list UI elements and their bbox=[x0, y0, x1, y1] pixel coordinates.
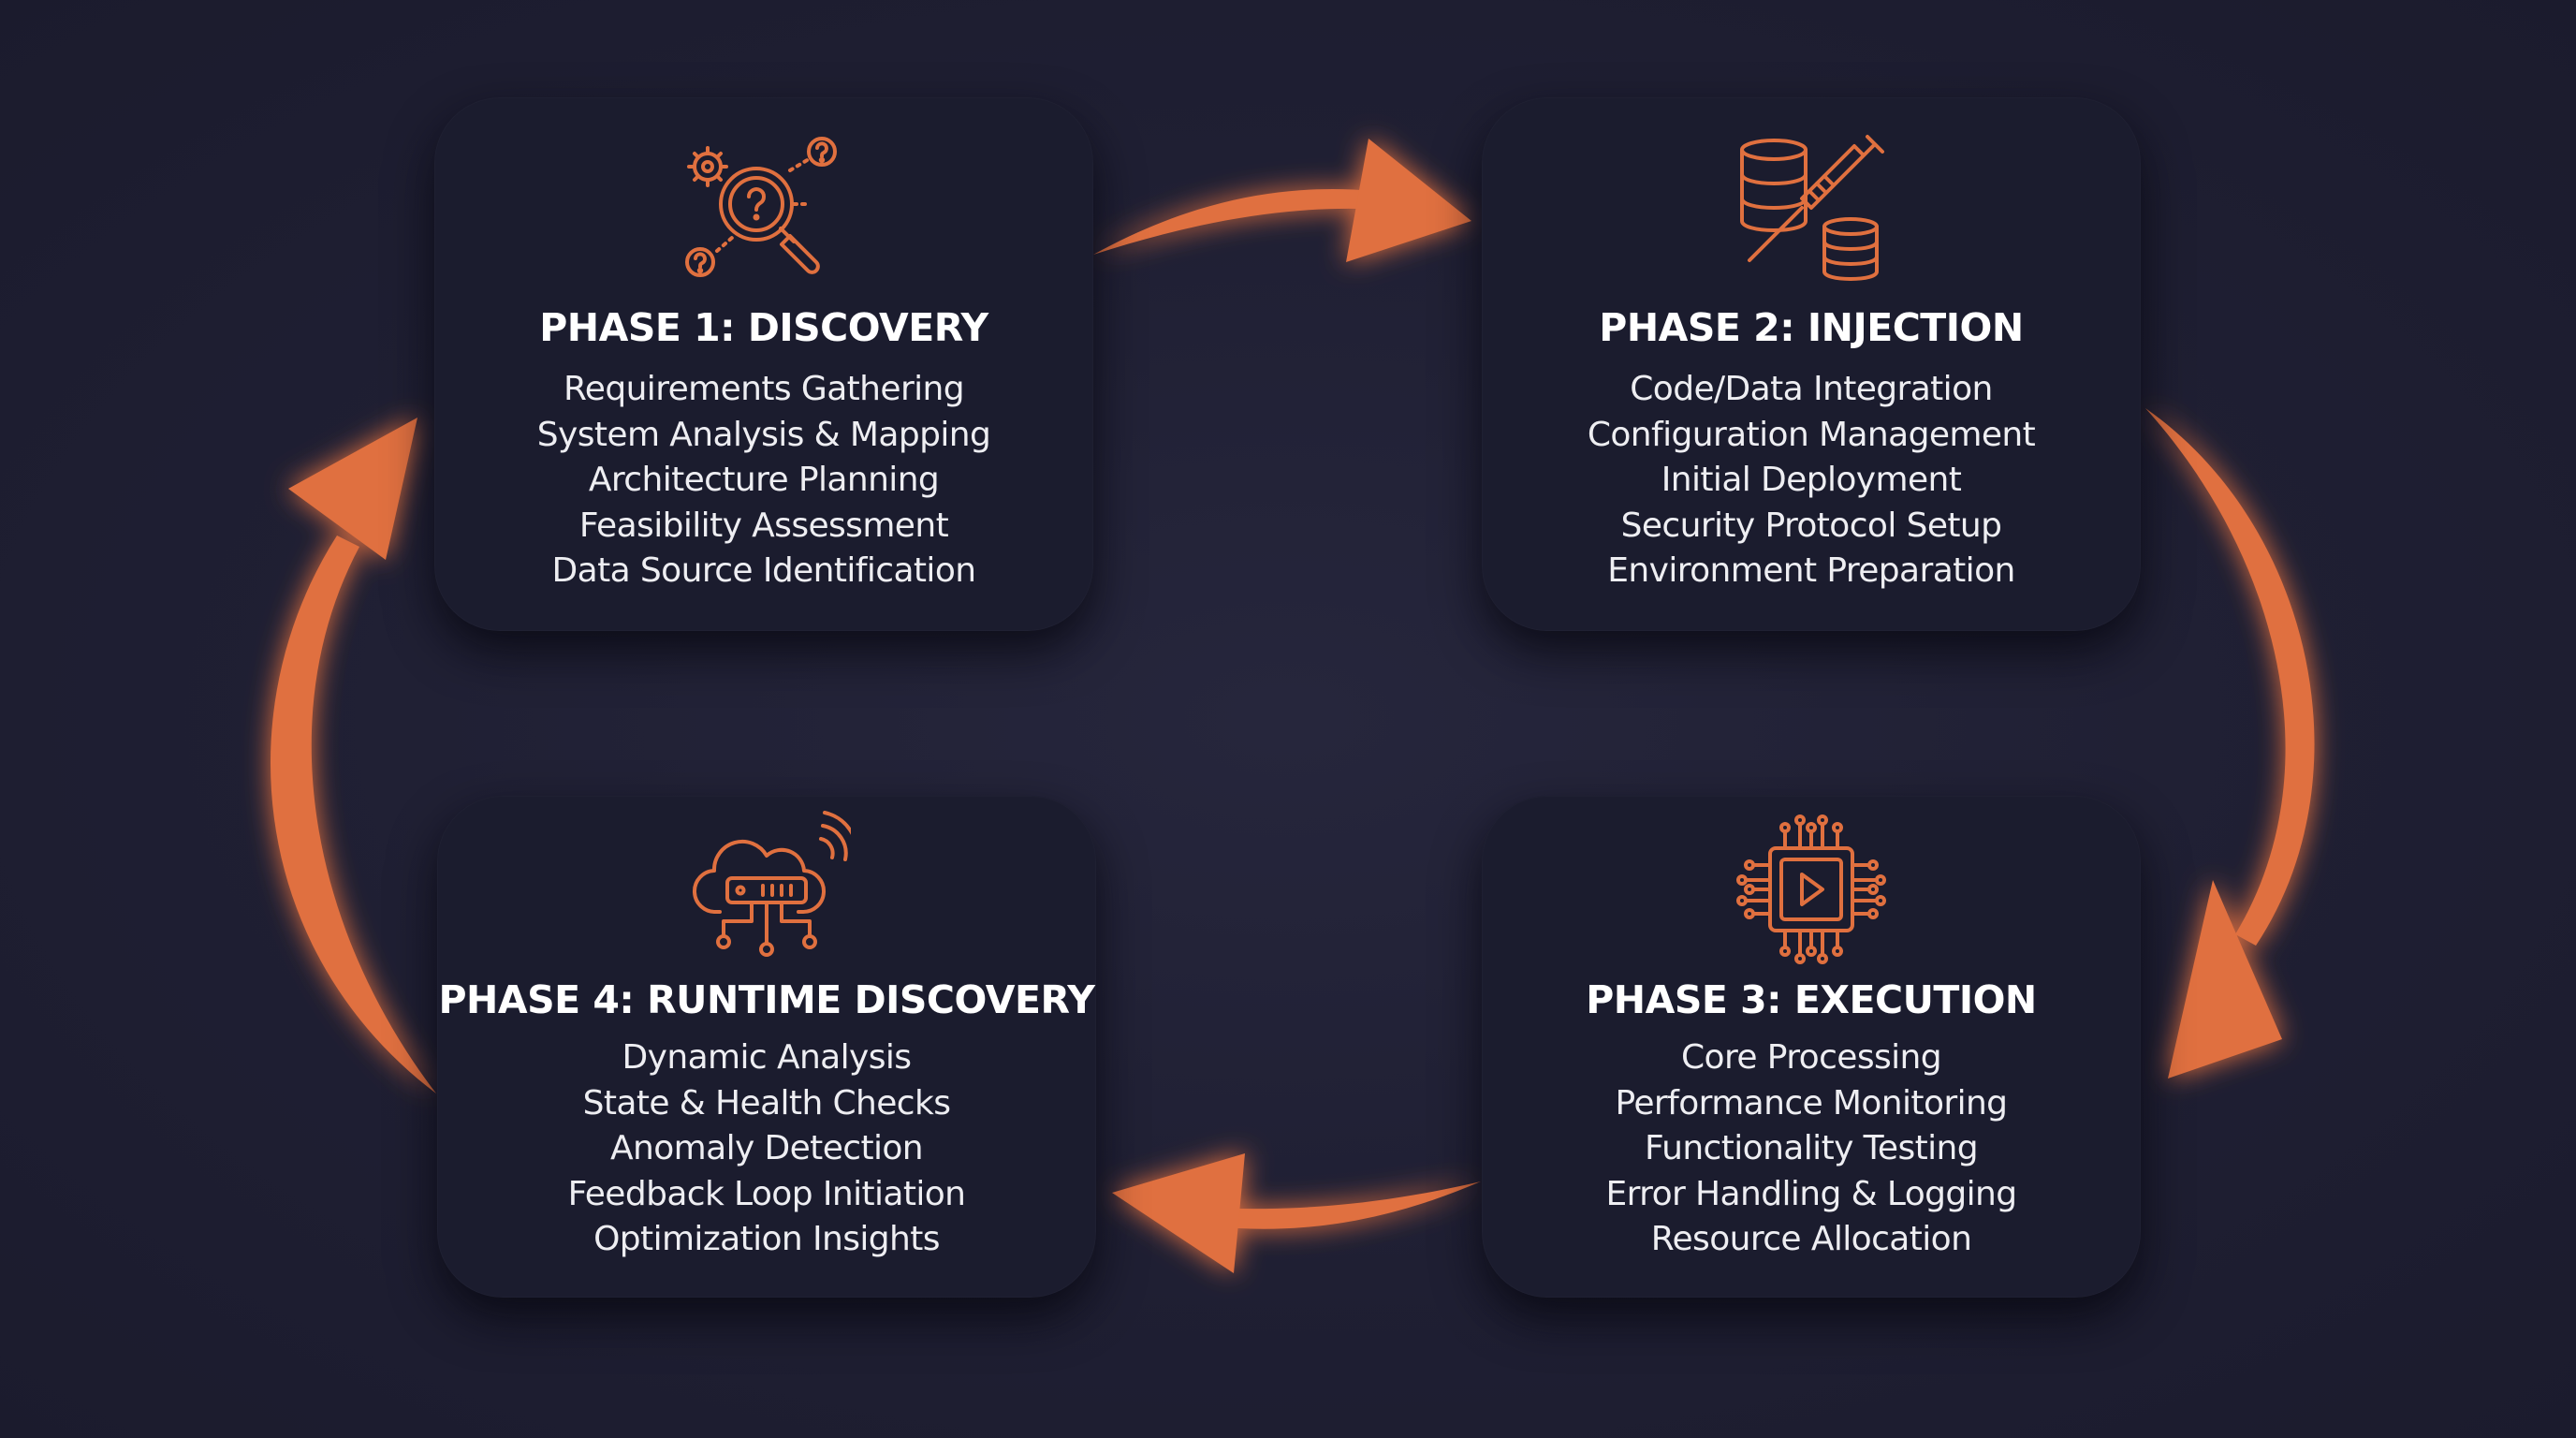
phase-4-card: PHASE 4: RUNTIME DISCOVERY Dynamic Analy… bbox=[437, 796, 1096, 1298]
list-item: Environment Preparation bbox=[1607, 551, 2015, 590]
chip-play-icon bbox=[1727, 811, 1895, 970]
list-item: Security Protocol Setup bbox=[1620, 506, 2002, 545]
phase-3-list: Core Processing Performance Monitoring F… bbox=[1482, 1035, 2141, 1263]
phase-4-list: Dynamic Analysis State & Health Checks A… bbox=[437, 1035, 1096, 1263]
phase-1-list: Requirements Gathering System Analysis &… bbox=[434, 367, 1093, 594]
list-item: Feedback Loop Initiation bbox=[567, 1174, 966, 1213]
phase-3-card: PHASE 3: EXECUTION Core Processing Perfo… bbox=[1482, 796, 2141, 1298]
list-item: Requirements Gathering bbox=[563, 370, 965, 408]
phase-1-title: PHASE 1: DISCOVERY bbox=[539, 305, 988, 350]
list-item: Configuration Management bbox=[1587, 415, 2036, 454]
arrow-phase4-to-phase1 bbox=[270, 418, 436, 1093]
list-item: Data Source Identification bbox=[551, 551, 977, 590]
list-item: Resource Allocation bbox=[1650, 1220, 1972, 1258]
list-item: System Analysis & Mapping bbox=[536, 415, 991, 454]
arrow-phase3-to-phase4 bbox=[1112, 1153, 1481, 1273]
list-item: Error Handling & Logging bbox=[1605, 1174, 2017, 1213]
phase-2-title: PHASE 2: INJECTION bbox=[1599, 305, 2024, 350]
magnifier-gear-question-icon bbox=[680, 131, 848, 290]
list-item: Code/Data Integration bbox=[1630, 370, 1993, 408]
list-item: Anomaly Detection bbox=[609, 1129, 924, 1167]
list-item: Performance Monitoring bbox=[1615, 1083, 2008, 1123]
database-syringe-icon bbox=[1727, 131, 1895, 290]
list-item: Core Processing bbox=[1681, 1038, 1942, 1077]
arrow-phase1-to-phase2 bbox=[1093, 139, 1471, 262]
phase-2-card: PHASE 2: INJECTION Code/Data Integration… bbox=[1482, 97, 2141, 631]
list-item: Functionality Testing bbox=[1644, 1129, 1979, 1167]
phase-3-title: PHASE 3: EXECUTION bbox=[1586, 977, 2037, 1022]
list-item: Feasibility Assessment bbox=[578, 506, 949, 545]
list-item: Architecture Planning bbox=[588, 461, 940, 499]
list-item: Dynamic Analysis bbox=[622, 1038, 913, 1077]
list-item: State & Health Checks bbox=[582, 1083, 951, 1123]
cloud-server-network-icon bbox=[682, 811, 851, 970]
phase-2-list: Code/Data Integration Configuration Mana… bbox=[1482, 367, 2141, 594]
arrow-phase2-to-phase3 bbox=[2145, 408, 2315, 1078]
list-item: Optimization Insights bbox=[593, 1220, 940, 1258]
list-item: Initial Deployment bbox=[1661, 461, 1962, 499]
phase-1-card: PHASE 1: DISCOVERY Requirements Gatherin… bbox=[434, 97, 1093, 631]
phase-4-title: PHASE 4: RUNTIME DISCOVERY bbox=[438, 977, 1096, 1022]
